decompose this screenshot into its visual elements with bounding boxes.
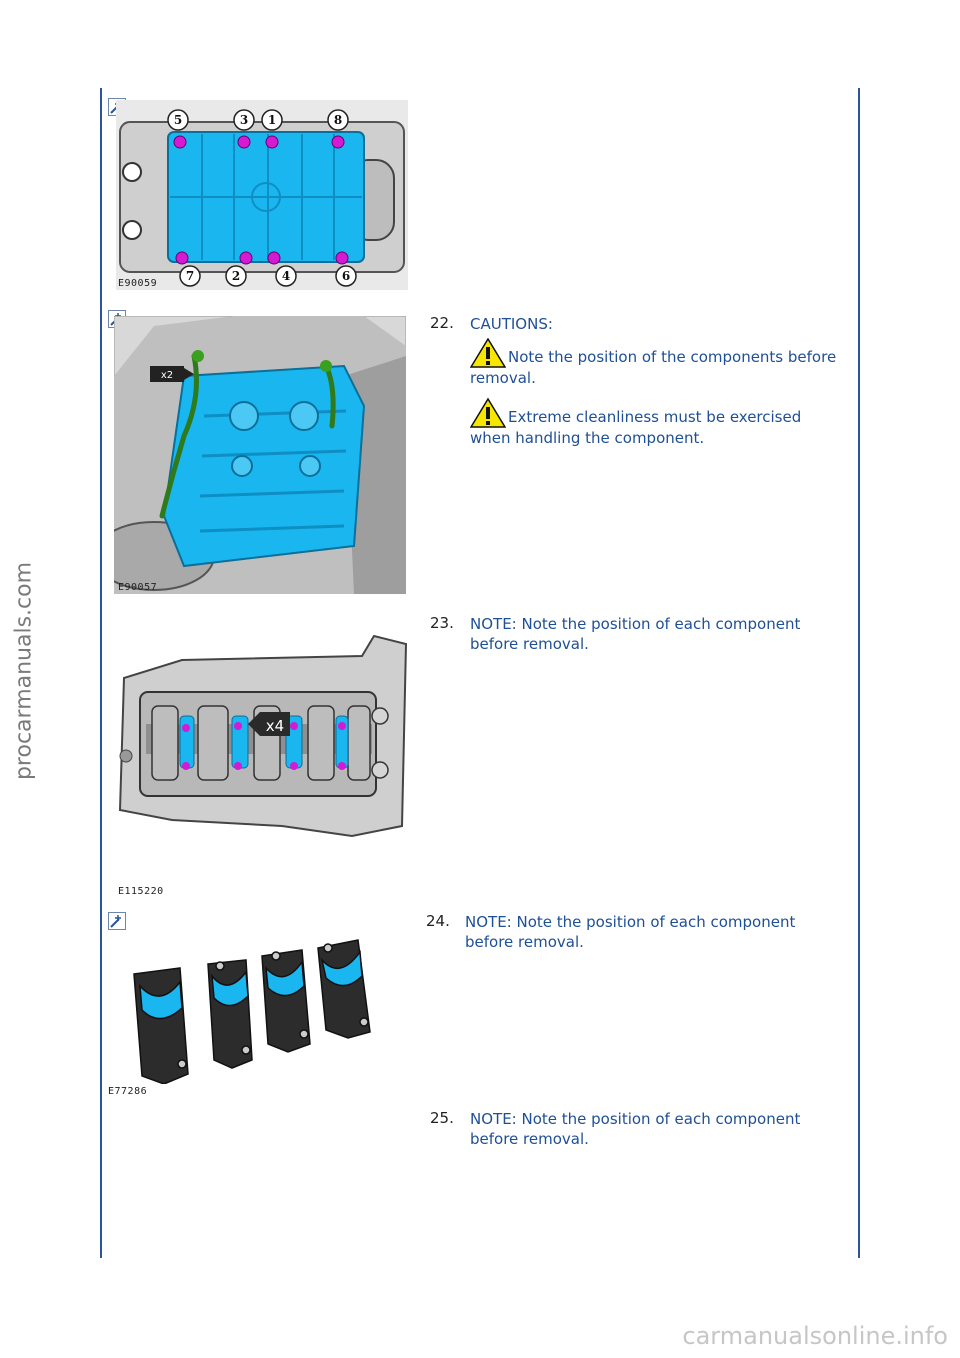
step-number: 22. (430, 314, 454, 332)
left-margin-rule (100, 88, 102, 1258)
figure-bedplate-removal: x2 (114, 316, 406, 594)
callout-label: 4 (282, 269, 290, 283)
callout-label: 7 (186, 269, 194, 283)
multiplier-label: x4 (266, 717, 284, 735)
step-number: 25. (430, 1109, 454, 1127)
figure-code: E77286 (108, 1086, 148, 1097)
caution-item: Note the position of the components befo… (470, 338, 840, 388)
callout-label: 8 (334, 113, 342, 127)
right-margin-rule (858, 88, 860, 1258)
callout-label: 6 (342, 269, 350, 283)
figure-bearing-caps (118, 934, 388, 1084)
step-note: NOTE: Note the position of each componen… (470, 615, 801, 653)
zoom-icon[interactable] (108, 912, 126, 930)
warning-triangle-icon (470, 398, 506, 428)
callout-label: 1 (268, 113, 276, 127)
step-note: NOTE: Note the position of each componen… (470, 1110, 801, 1148)
multiplier-label: x2 (161, 370, 173, 381)
figure-code: E90057 (118, 582, 158, 593)
step-number: 23. (430, 614, 454, 632)
figure-code: E115220 (118, 886, 164, 897)
figure-bedplate-bolt-sequence: 5 3 1 8 7 2 4 6 (116, 100, 408, 290)
side-watermark: procarmanuals.com (11, 561, 37, 781)
caution-heading: CAUTIONS: (470, 315, 553, 333)
callout-label: 5 (174, 113, 182, 127)
figure-crankshaft-main-bearings: x4 (112, 630, 408, 842)
figure-code: E90059 (118, 278, 158, 289)
step-note: NOTE: Note the position of each componen… (465, 913, 796, 951)
bottom-watermark: carmanualsonline.info (682, 1322, 948, 1350)
callout-label: 2 (232, 269, 240, 283)
callout-label: 3 (240, 113, 248, 127)
caution-item: Extreme cleanliness must be exercised wh… (470, 398, 840, 448)
step-number: 24. (426, 912, 450, 930)
warning-triangle-icon (470, 338, 506, 368)
